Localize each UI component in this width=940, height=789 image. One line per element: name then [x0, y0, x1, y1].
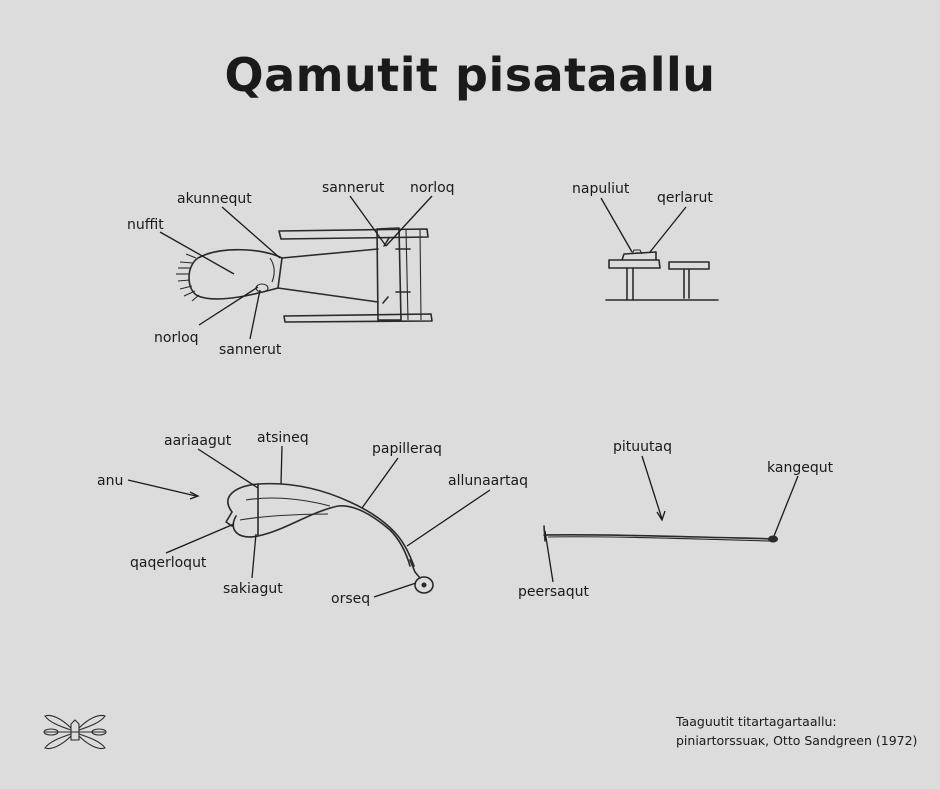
label-qerlarut: qerlarut [657, 190, 713, 206]
nuffit-fringe [176, 253, 200, 302]
label-sakiagut: sakiagut [223, 581, 283, 597]
label-nuffit: nuffit [127, 217, 164, 233]
dog-whip: pituutaq kangequt peersaqut [518, 439, 834, 600]
page-title: Qamutit pisataallu [224, 48, 716, 102]
sled-side-view: napuliut qerlarut [572, 181, 719, 301]
label-peersaqut: peersaqut [518, 584, 590, 600]
label-aariaagut: aariaagut [164, 433, 232, 449]
label-pituutaq: pituutaq [613, 439, 672, 455]
trace-lines [277, 248, 379, 303]
credit-line-2: piniartorssuaĸ, Otto Sandgreen (1972) [676, 733, 918, 748]
sled-top-view: nuffit akunnequt sannerut norloq norloq … [127, 180, 455, 358]
dog-harness: aariaagut atsineq papilleraq anu allunaa… [97, 430, 528, 607]
label-orseq: orseq [331, 591, 370, 607]
label-napuliut: napuliut [572, 181, 630, 197]
harness-upper [227, 482, 415, 567]
harness-lower [232, 505, 411, 567]
label-papilleraq: papilleraq [372, 441, 442, 457]
credit-note: Taaguutit titartagartaallu: piniartorssu… [676, 712, 917, 750]
label-akunnequt: akunnequt [177, 191, 252, 207]
label-norloq-top: norloq [410, 180, 455, 196]
orseq-ring [414, 576, 434, 594]
label-atsineq: atsineq [257, 430, 309, 446]
label-qaqerloqut: qaqerloqut [130, 555, 207, 571]
sled-crossbar [376, 227, 402, 321]
label-sannerut-bottom: sannerut [219, 342, 282, 358]
whip-lash [543, 533, 773, 540]
label-allunaartaq: allunaartaq [448, 473, 528, 489]
label-anu: anu [97, 473, 123, 489]
sled-runner-bottom [283, 313, 433, 323]
label-sannerut-top: sannerut [322, 180, 385, 196]
credit-line-1: Taaguutit titartagartaallu: [676, 714, 837, 729]
dog-loop [188, 248, 283, 300]
label-kangequt: kangequt [767, 460, 834, 476]
sled-dogs-logo-icon [43, 714, 107, 750]
label-norloq-bottom: norloq [154, 330, 199, 346]
